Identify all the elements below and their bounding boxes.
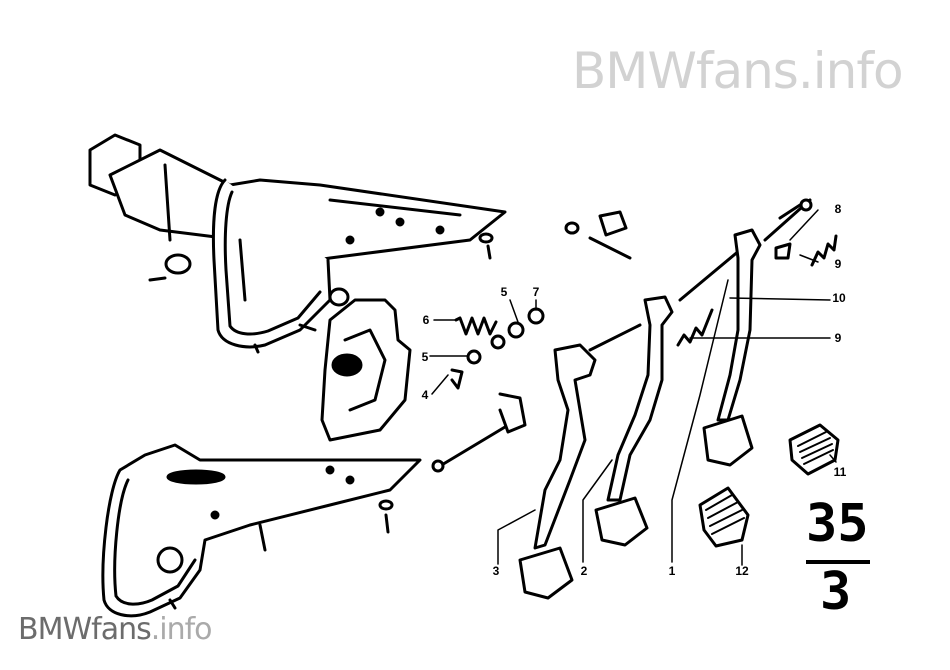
callout-4: 4 xyxy=(422,388,429,402)
callout-2: 2 xyxy=(581,564,588,578)
callout-1: 1 xyxy=(669,564,676,578)
callout-12: 12 xyxy=(735,564,749,578)
springs xyxy=(676,234,838,347)
callout-7: 7 xyxy=(533,285,540,299)
callout-5-upper: 5 xyxy=(501,285,508,299)
callout-9-upper: 9 xyxy=(835,257,842,271)
callout-3: 3 xyxy=(493,564,500,578)
callout-6: 6 xyxy=(423,313,430,327)
callout-8: 8 xyxy=(835,202,842,216)
pedal-pad-12 xyxy=(698,486,750,548)
pedal-pad-11 xyxy=(788,423,840,476)
upper-pedal-bracket xyxy=(88,133,507,354)
watermark-bottom-tail: .info xyxy=(150,612,213,647)
pedal-2 xyxy=(594,295,674,547)
watermark-bottom: BMWfans.info xyxy=(18,612,213,647)
callout-11: 11 xyxy=(834,465,847,479)
watermark-top: BMWfans.info xyxy=(572,42,904,100)
group-divider xyxy=(806,560,870,564)
watermark-bottom-main: BMWfans xyxy=(18,612,152,647)
subgroup-number: 3 xyxy=(820,562,852,622)
pedal-3 xyxy=(518,343,597,600)
callout-9-lower: 9 xyxy=(835,331,842,345)
return-spring-assembly xyxy=(450,307,545,390)
bracket-small-parts xyxy=(148,232,494,332)
callout-10: 10 xyxy=(832,291,846,305)
group-number: 35 xyxy=(806,494,869,554)
small-parts-upper xyxy=(564,198,813,260)
leader-lines xyxy=(429,209,837,566)
lower-bolts xyxy=(378,499,394,534)
cover-plate xyxy=(320,298,412,442)
callout-5-lower: 5 xyxy=(422,350,429,364)
pedal-1 xyxy=(702,228,762,467)
lower-pedal-bracket xyxy=(101,443,422,618)
